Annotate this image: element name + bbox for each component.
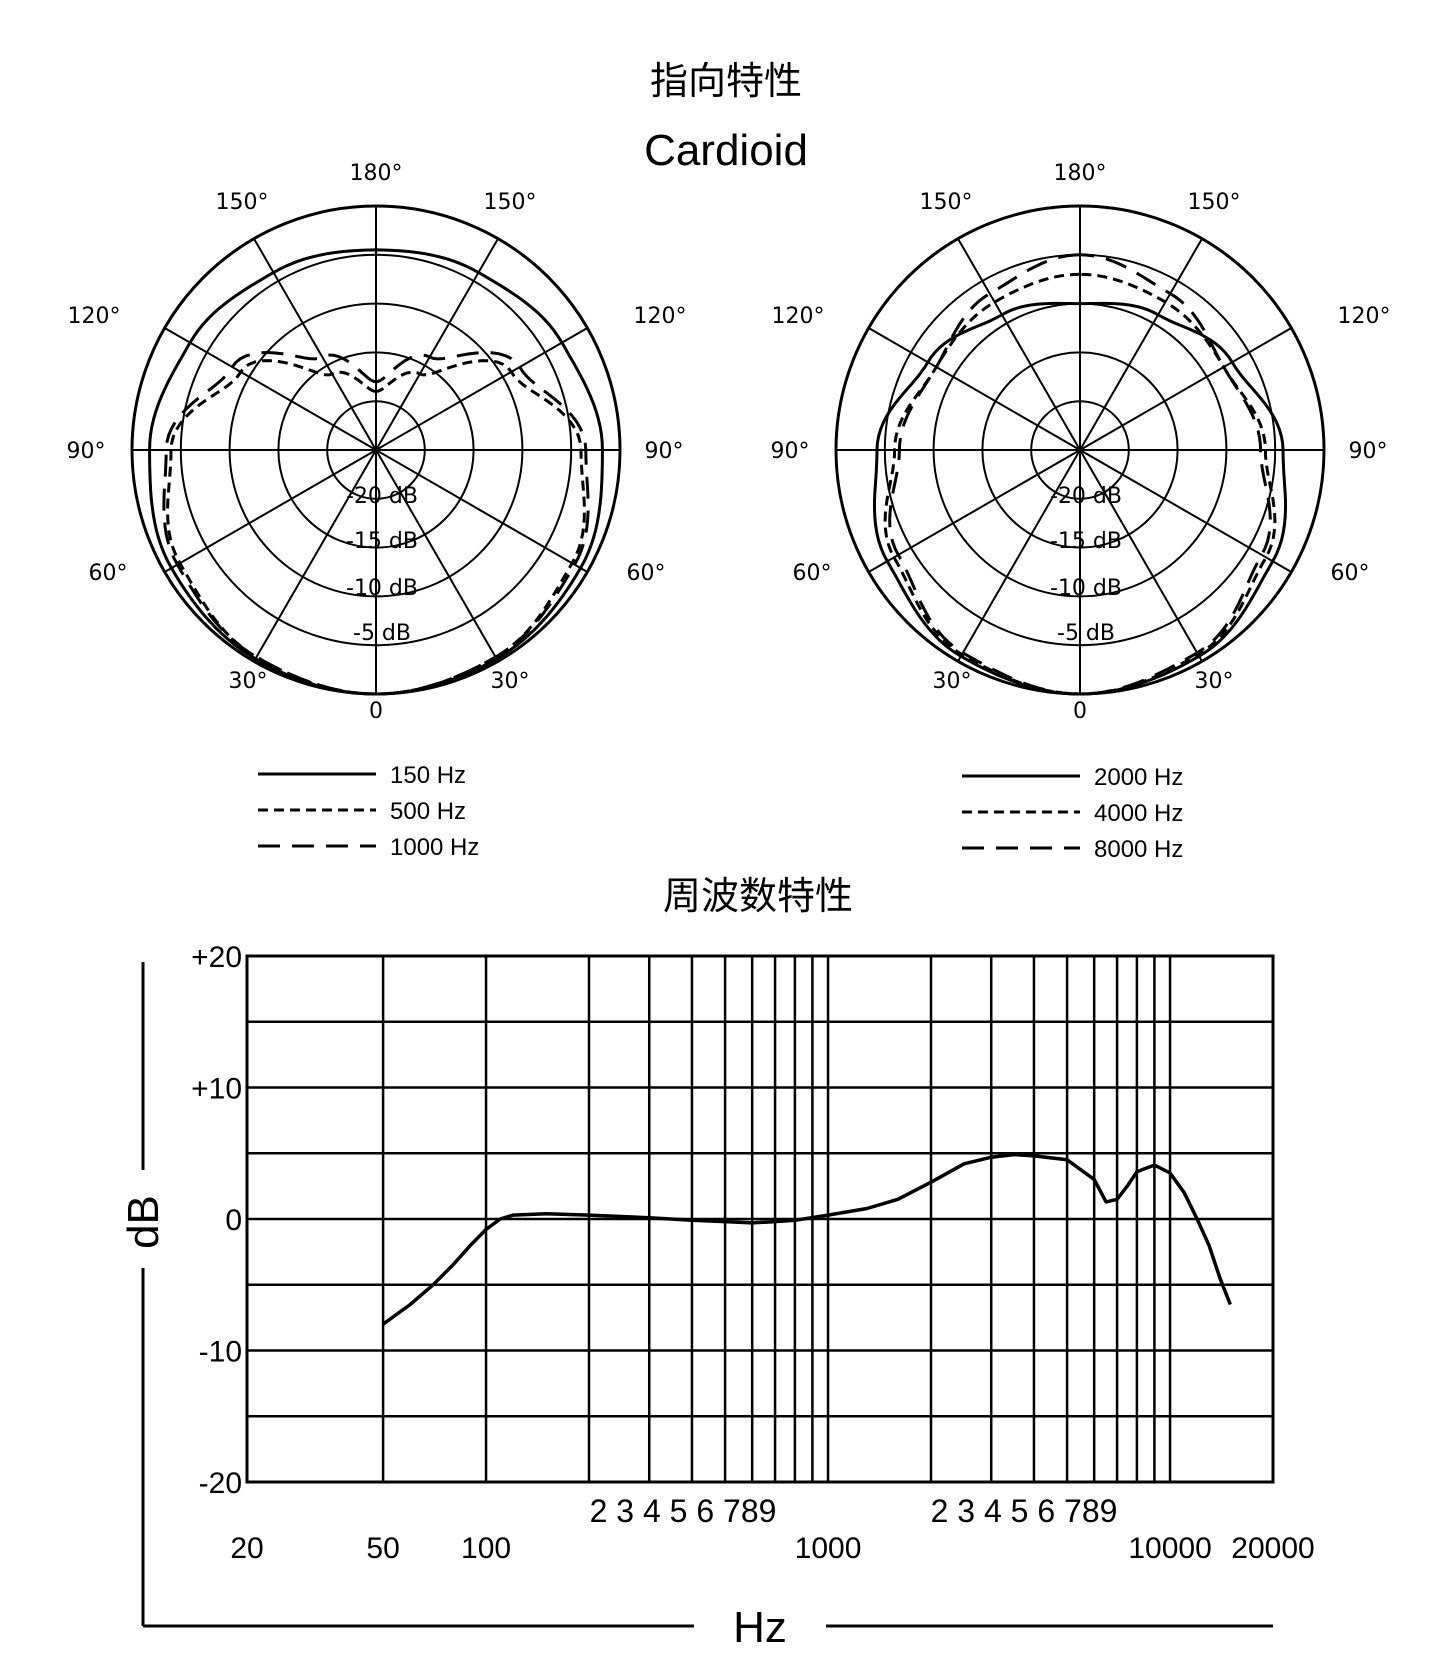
polar-angle-label: 60° xyxy=(627,561,666,586)
legend-label: 500 Hz xyxy=(390,798,466,825)
polar-angle-label: 90° xyxy=(645,439,684,464)
polar-curve xyxy=(166,359,586,696)
polar-ring-label: -20 dB xyxy=(346,484,418,509)
freq-x-tick-label: 1000 xyxy=(795,1532,862,1565)
polar-curve xyxy=(148,248,604,696)
legend-label: 2000 Hz xyxy=(1094,764,1183,791)
polar-angle-label: 150° xyxy=(1188,190,1241,215)
freq-x-minor-labels: 2 3 4 5 6 789 xyxy=(931,1493,1118,1529)
polar-ring-label: -10 dB xyxy=(346,576,418,601)
polar-angle-label: 120° xyxy=(772,304,825,329)
polar-angle-label: 30° xyxy=(229,669,268,694)
legend-low-frequencies: 150 Hz 500 Hz 1000 Hz xyxy=(258,762,479,861)
polar-angle-label: 150° xyxy=(216,190,269,215)
polar-spoke xyxy=(957,238,1203,662)
polar-plot-low-frequencies: 180° 150° 150° 120° 120° 90° 90° 60° 60° 30° 30° 0 -… xyxy=(67,161,687,724)
freq-y-tick-label: -20 xyxy=(199,1467,242,1500)
polar-ring-label: -10 dB xyxy=(1050,576,1122,601)
polar-ring-label: -5 dB xyxy=(1057,621,1115,646)
freq-x-tick-label: 50 xyxy=(366,1532,399,1565)
freq-x-tick-label: 20 xyxy=(230,1532,263,1565)
frequency-response-title: 周波数特性 xyxy=(663,874,853,918)
polar-angle-label: 120° xyxy=(1338,304,1391,329)
legend-high-frequencies: 2000 Hz 4000 Hz 8000 Hz xyxy=(962,764,1183,863)
polar-angle-label: 60° xyxy=(89,561,128,586)
freq-x-tick-label: 10000 xyxy=(1128,1532,1211,1565)
polar-spoke xyxy=(253,238,499,662)
polar-pattern-name: Cardioid xyxy=(644,126,808,175)
freq-y-tick-label: +10 xyxy=(191,1073,242,1106)
freq-y-tick-label: -10 xyxy=(199,1336,242,1369)
freq-x-minor-labels: 2 3 4 5 6 789 xyxy=(590,1493,777,1529)
polar-curve xyxy=(888,253,1272,696)
frequency-response-chart: +20 +10 0 -10 -20 20 50 100 1000 10000 20000 2 3 4 … xyxy=(119,941,1315,1652)
freq-x-axis-title: Hz xyxy=(733,1603,787,1652)
polar-plot-high-frequencies: 180° 150° 150° 120° 120° 90° 90° 60° 60° 30° 30° 0 -… xyxy=(771,161,1391,724)
polar-angle-label: 120° xyxy=(634,304,687,329)
polar-angle-label: 60° xyxy=(1331,561,1370,586)
polar-angle-label: 0 xyxy=(1073,699,1087,724)
frequency-response-curve xyxy=(382,1152,1232,1326)
polar-curve xyxy=(162,350,590,696)
freq-y-tick-label: 0 xyxy=(225,1204,242,1237)
polar-angle-label: 90° xyxy=(771,439,810,464)
polar-angle-label: 0 xyxy=(369,699,383,724)
legend-label: 8000 Hz xyxy=(1094,836,1183,863)
polar-angle-label: 180° xyxy=(350,161,403,186)
polar-angle-label: 90° xyxy=(67,439,106,464)
polar-ring-label: -20 dB xyxy=(1050,484,1122,509)
polar-angle-label: 60° xyxy=(793,561,832,586)
polar-ring-label: -5 dB xyxy=(353,621,411,646)
polar-angle-label: 30° xyxy=(933,669,972,694)
freq-y-tick-label: +20 xyxy=(191,941,242,974)
polar-angle-label: 180° xyxy=(1054,161,1107,186)
polar-angle-label: 150° xyxy=(484,190,537,215)
freq-y-axis-title: dB xyxy=(119,1195,168,1249)
legend-label: 1000 Hz xyxy=(390,834,479,861)
legend-label: 4000 Hz xyxy=(1094,800,1183,827)
polar-ring-label: -15 dB xyxy=(346,529,418,554)
legend-label: 150 Hz xyxy=(390,762,466,789)
polar-angle-label: 150° xyxy=(920,190,973,215)
polar-angle-label: 30° xyxy=(491,669,530,694)
freq-x-tick-label: 20000 xyxy=(1231,1532,1314,1565)
polar-ring-label: -15 dB xyxy=(1050,529,1122,554)
freq-x-tick-label: 100 xyxy=(461,1532,511,1565)
polar-section-title: 指向特性 xyxy=(650,59,802,103)
polar-angle-label: 30° xyxy=(1195,669,1234,694)
polar-angle-label: 120° xyxy=(68,304,121,329)
freq-plot-frame xyxy=(245,954,1275,1484)
polar-angle-label: 90° xyxy=(1349,439,1388,464)
